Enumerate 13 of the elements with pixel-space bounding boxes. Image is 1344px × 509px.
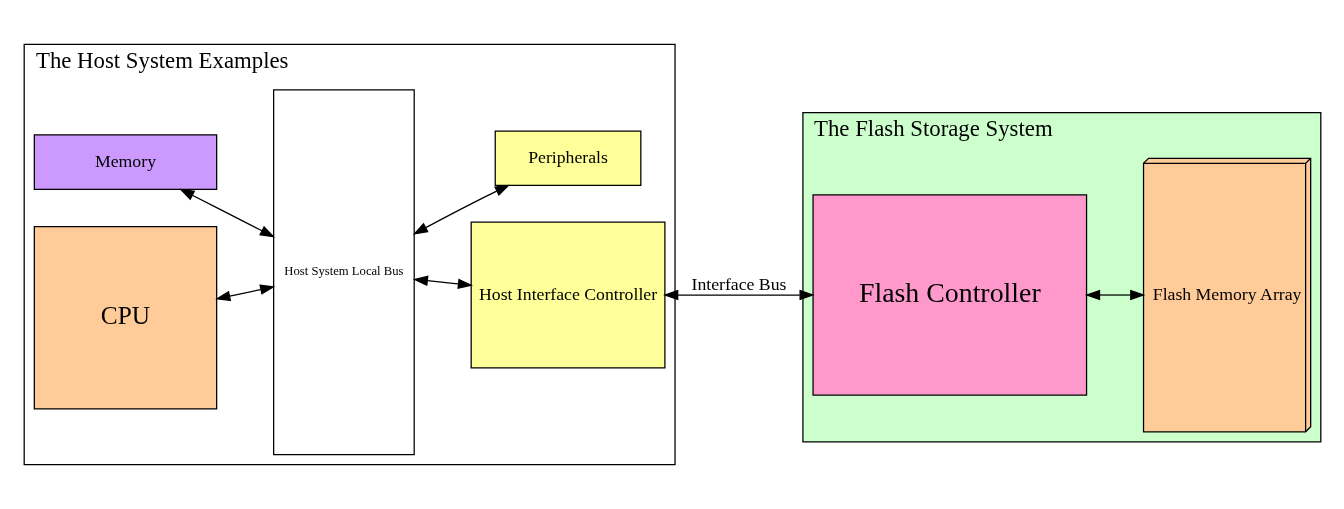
node-box: CPU <box>33 226 217 410</box>
arrow <box>214 284 275 302</box>
node-box: Memory <box>33 134 217 190</box>
arrow <box>662 289 815 301</box>
arrow <box>412 184 510 235</box>
node-box: Peripherals <box>494 130 641 187</box>
node-box: Host Interface Controller <box>470 221 666 369</box>
node-box: Host System Local Bus <box>272 89 415 456</box>
node-box: Flash Controller <box>811 194 1087 396</box>
arrow <box>178 188 275 238</box>
arrow <box>412 275 473 290</box>
arrow <box>1084 289 1145 301</box>
edge-label: Interface Bus <box>691 274 786 295</box>
